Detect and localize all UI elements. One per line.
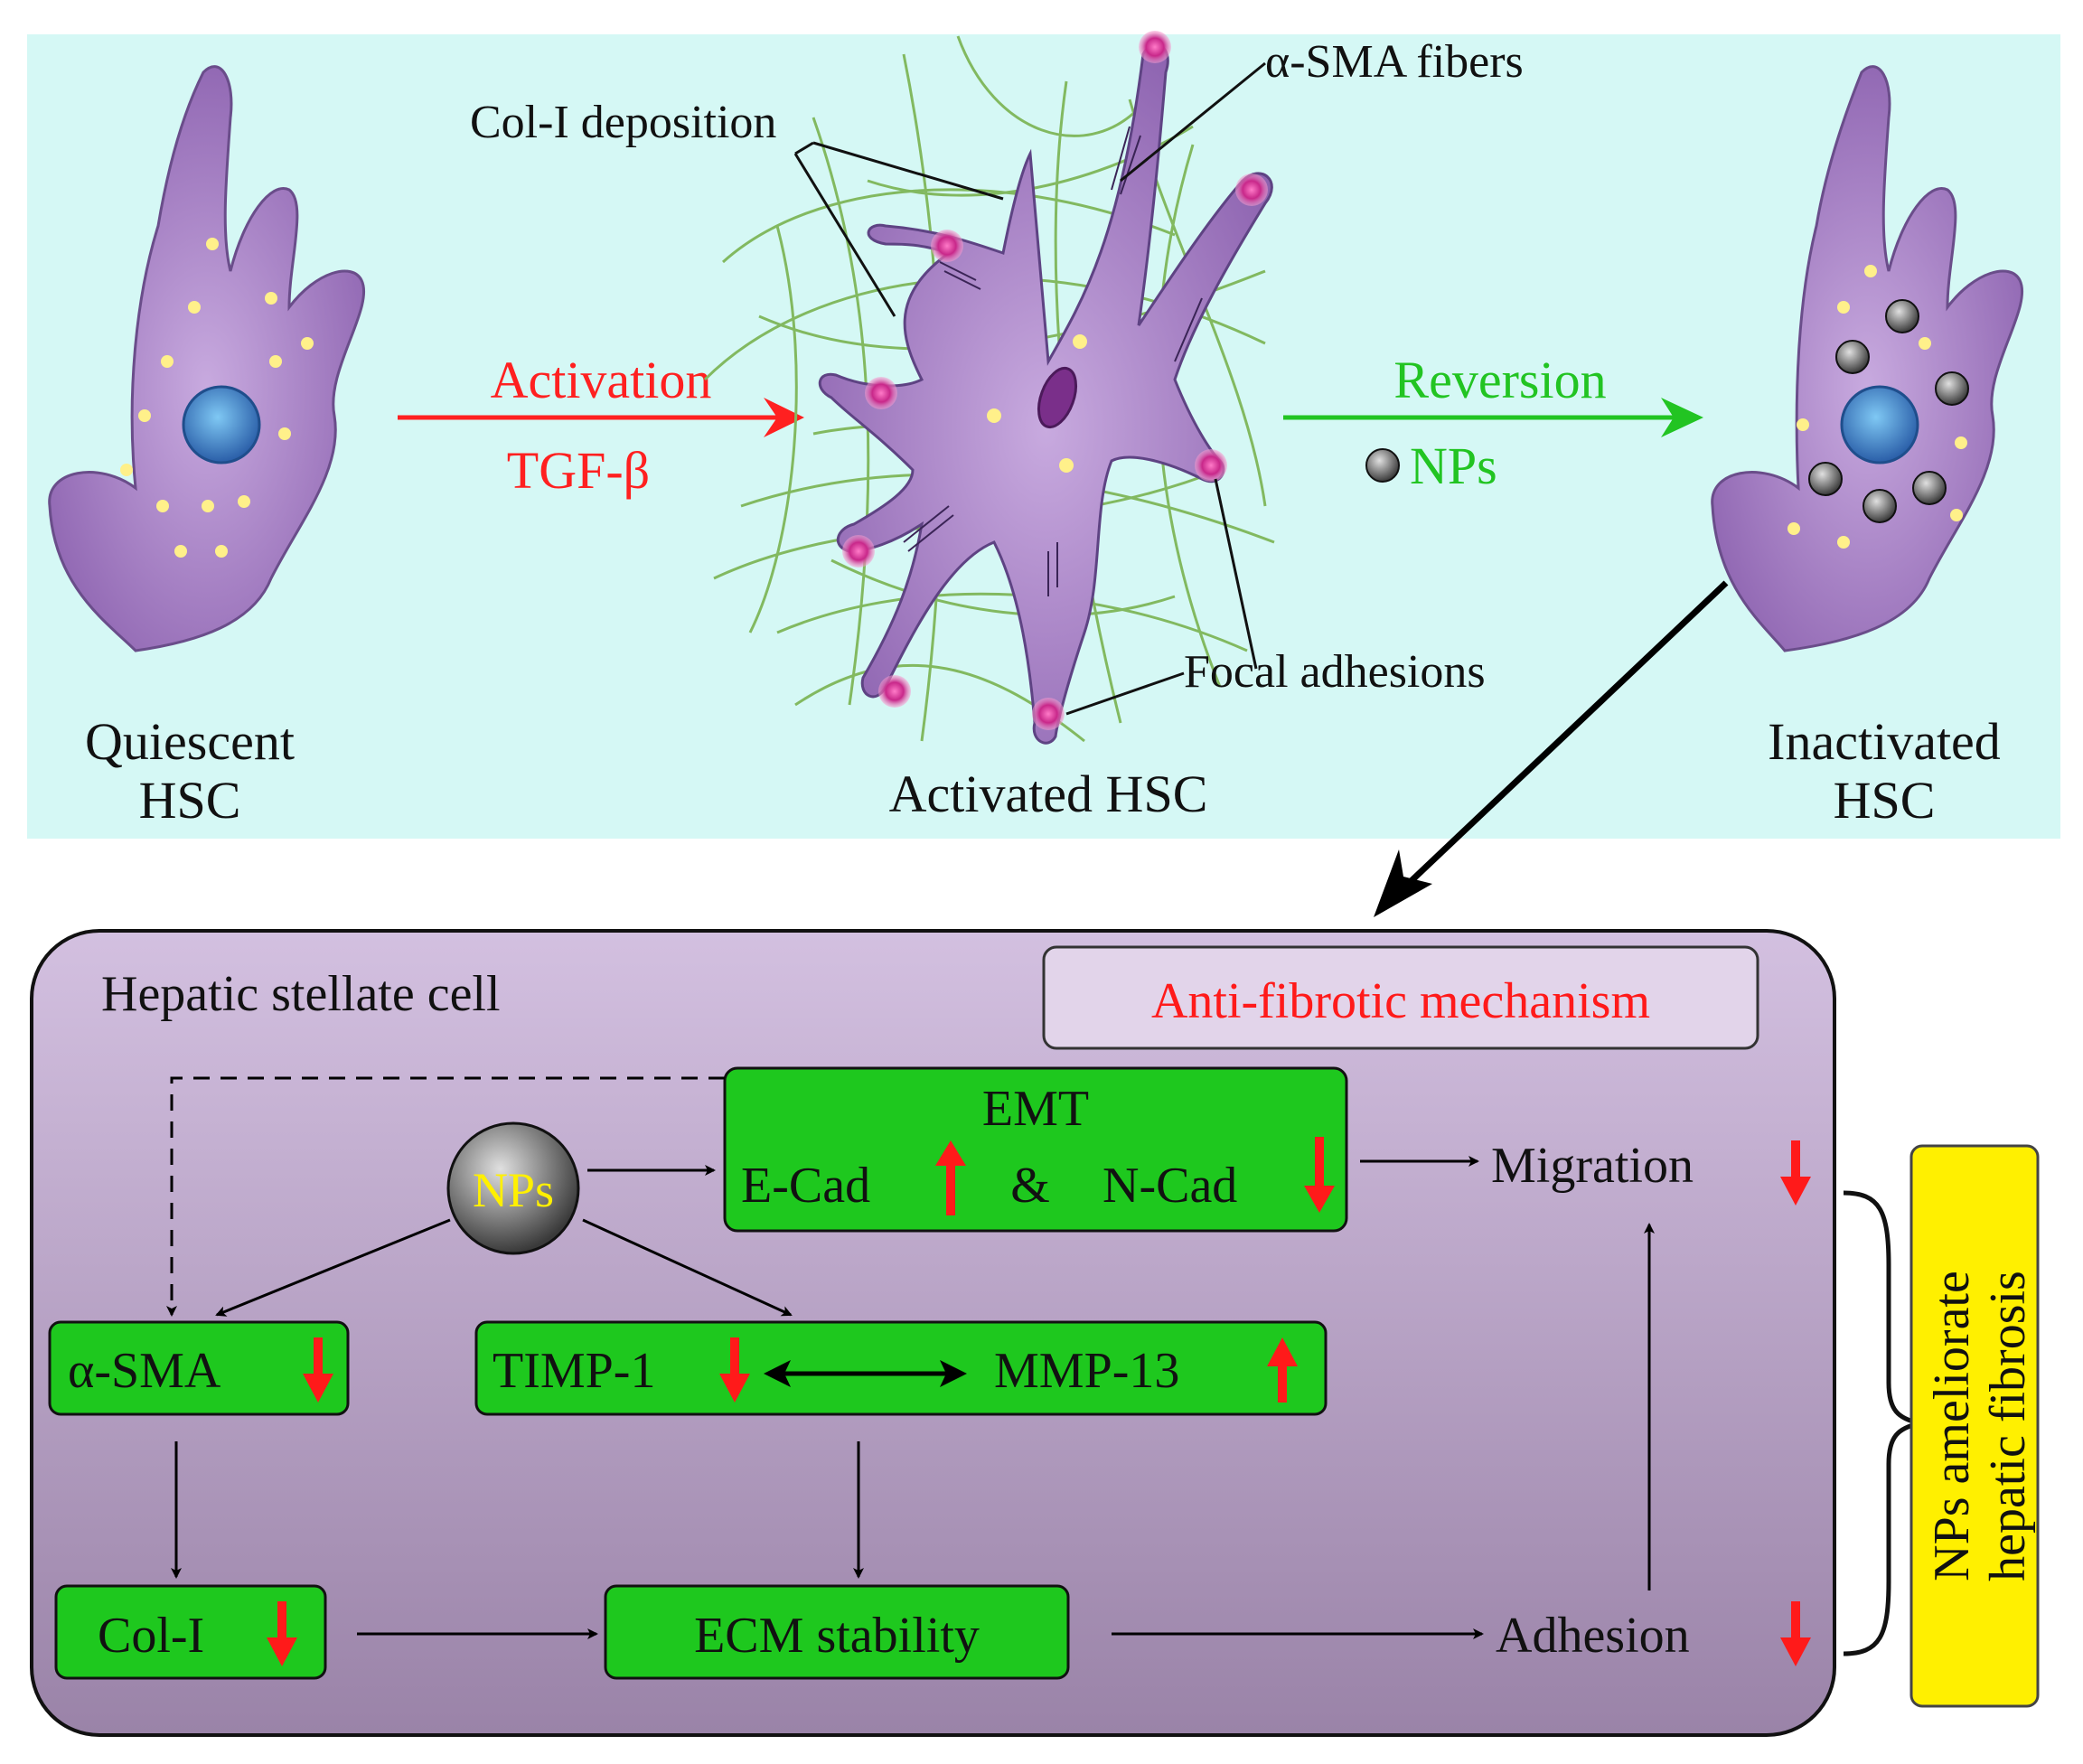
ncad-down-arrow [1304,1137,1335,1213]
quiescent-label-line2: HSC [139,771,241,830]
inactivated-label-line1: Inactivated [1768,712,2001,771]
ecad-label: E-Cad [741,1158,870,1214]
focal-adhesions-callout: Focal adhesions [1184,646,1486,698]
side-label-box [1909,1144,2040,1708]
reversion-arrow [1283,398,1703,437]
side-label-line1: NPs ameliorate [1924,1271,1980,1581]
asma-label: α-SMA [68,1343,221,1399]
col1-box [54,1584,327,1680]
quiescent-hsc-cell [48,65,366,652]
flow-arrows [171,1156,1655,1639]
ecm-box [604,1584,1070,1680]
asma-fibers-callout: α-SMA fibers [1265,36,1524,88]
asma-callout-line [1120,61,1266,183]
col1-callout-lines [793,141,1004,317]
quiescent-label-line1: Quiescent [85,712,295,771]
inactivated-hsc-cell [1711,65,2024,652]
asma-down-arrow [303,1337,333,1403]
emt-amp: & [1010,1158,1050,1214]
activated-hsc-label: Activated HSC [889,765,1208,823]
timp-mmp-double-arrow [764,1360,967,1387]
hepatic-stellate-cell-title: Hepatic stellate cell [101,966,501,1022]
nps-reversion-label: NPs [1410,436,1497,495]
col1-down-arrow [267,1601,297,1666]
asma-box [48,1320,350,1416]
focal-adhesion-dots [842,31,1268,730]
emt-title: EMT [982,1081,1089,1137]
nps-node [446,1121,580,1255]
mmp-up-arrow [1267,1337,1298,1403]
red-indicator-arrows [267,1137,1811,1666]
timp-down-arrow [719,1337,750,1403]
dashed-connector [166,1076,725,1317]
adhesion-down-arrow [1780,1601,1811,1666]
mmp13-label: MMP-13 [994,1343,1179,1399]
emt-box [723,1066,1348,1233]
activation-arrow [398,398,804,437]
ncad-label: N-Cad [1102,1158,1237,1214]
nps-node-label: NPs [473,1163,554,1217]
migration-down-arrow [1780,1140,1811,1206]
reversion-label: Reversion [1393,351,1606,409]
side-label-line2: hepatic fibrosis [1980,1271,2036,1581]
col1-label: Col-I [98,1608,204,1664]
adhesion-label: Adhesion [1496,1608,1690,1664]
np-particle-icon [1365,448,1400,483]
migration-label: Migration [1491,1138,1694,1194]
activated-hsc-cell [819,31,1273,745]
right-brace [1843,1190,1921,1656]
activation-label: Activation [491,351,712,409]
timp1-label: TIMP-1 [493,1343,655,1399]
ecad-up-arrow [935,1140,966,1215]
transition-arrow [1374,580,1729,917]
col1-deposition-callout: Col-I deposition [470,97,776,148]
mechanism-label: Anti-fibrotic mechanism [1151,973,1650,1029]
ecm-label: ECM stability [694,1608,980,1664]
tgf-beta-label: TGF-β [507,441,650,500]
inactivated-label-line2: HSC [1834,771,1936,830]
focal-callout-lines [1065,478,1258,716]
timp-mmp-box [474,1320,1328,1416]
mechanism-label-box [1042,945,1759,1050]
